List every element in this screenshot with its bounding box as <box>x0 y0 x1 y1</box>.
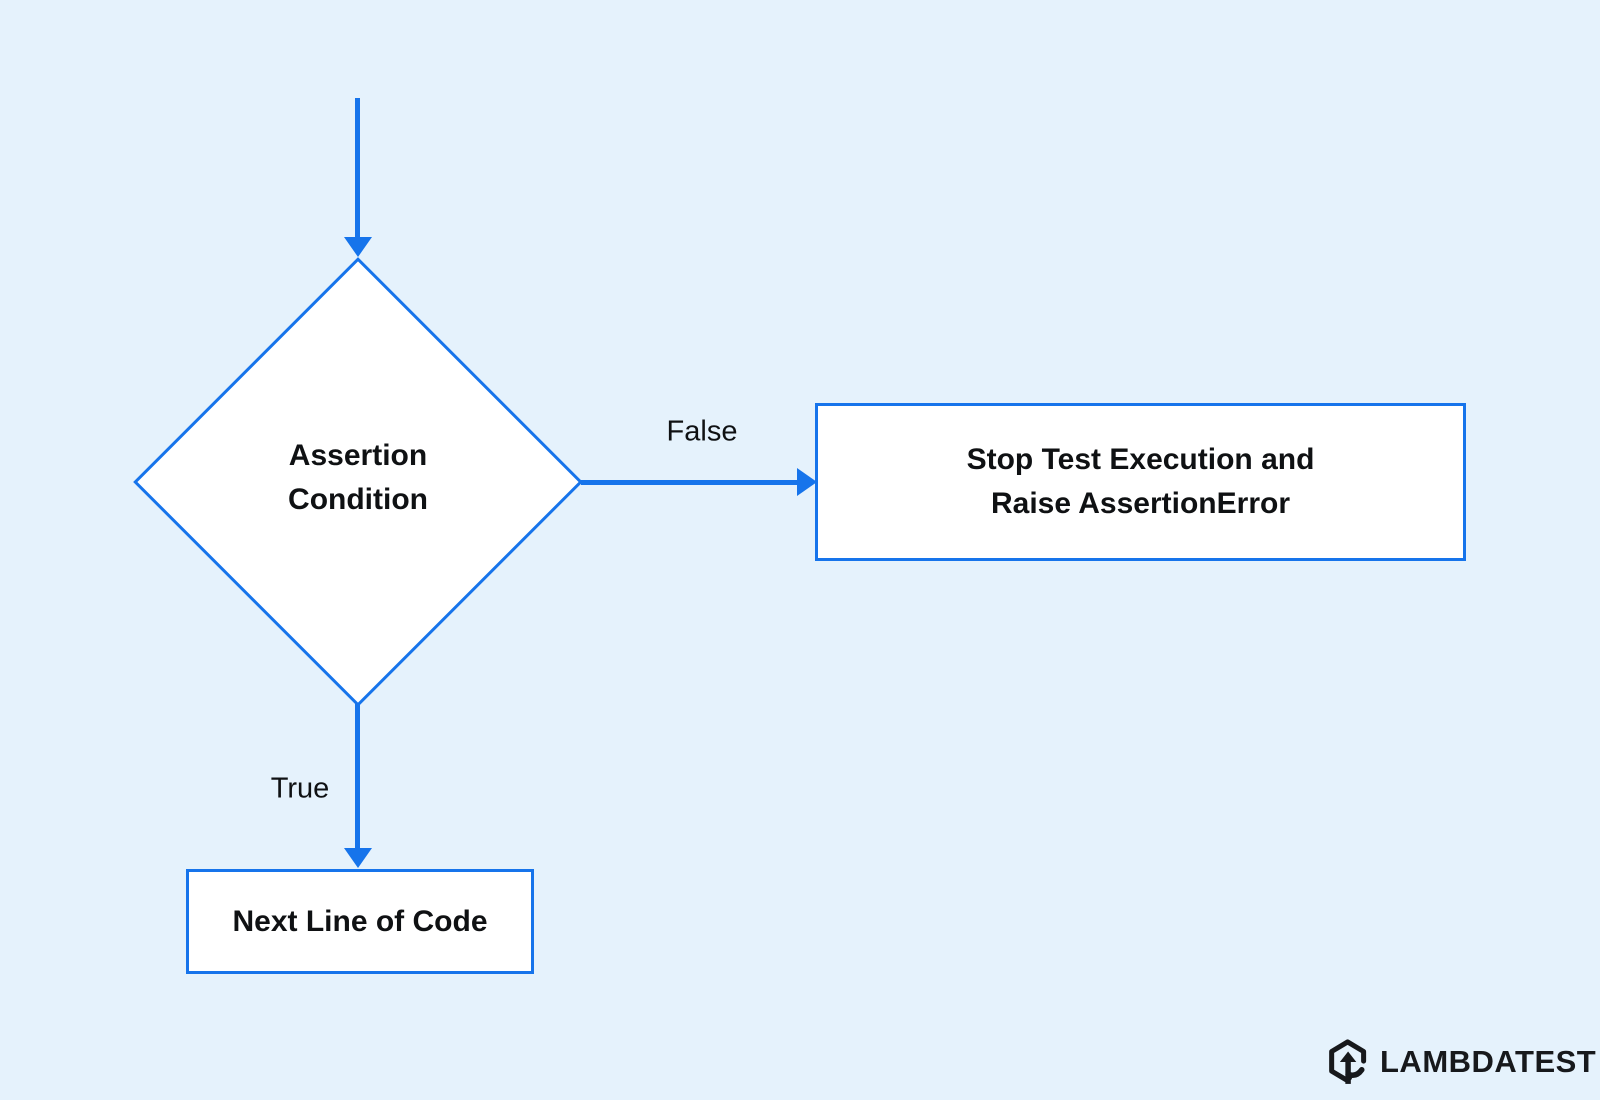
condition-node-label: Assertion Condition <box>288 434 428 522</box>
start-arrow-shaft <box>355 98 360 239</box>
stop-label-line1: Stop Test Execution and <box>966 443 1315 476</box>
condition-label-line2: Condition <box>288 483 428 516</box>
stop-node: Stop Test Execution and Raise AssertionE… <box>815 403 1466 561</box>
true-edge-label: True <box>270 772 330 805</box>
lambdatest-hexagon-arrow-icon <box>1329 1039 1367 1084</box>
start-arrow-head-icon <box>344 237 372 257</box>
false-arrow-shaft <box>581 480 800 485</box>
next-node: Next Line of Code <box>186 869 534 974</box>
stop-label-line2: Raise AssertionError <box>990 487 1290 520</box>
true-arrow-shaft <box>355 703 360 850</box>
false-edge-label: False <box>666 415 738 448</box>
lambdatest-logo: LAMBDATEST <box>1328 1039 1596 1085</box>
next-label: Next Line of Code <box>232 904 488 938</box>
true-arrow-head-icon <box>344 848 372 868</box>
lambdatest-wordmark: LAMBDATEST <box>1380 1044 1597 1079</box>
false-arrow-head-icon <box>797 468 817 496</box>
condition-label-line1: Assertion <box>288 439 428 472</box>
